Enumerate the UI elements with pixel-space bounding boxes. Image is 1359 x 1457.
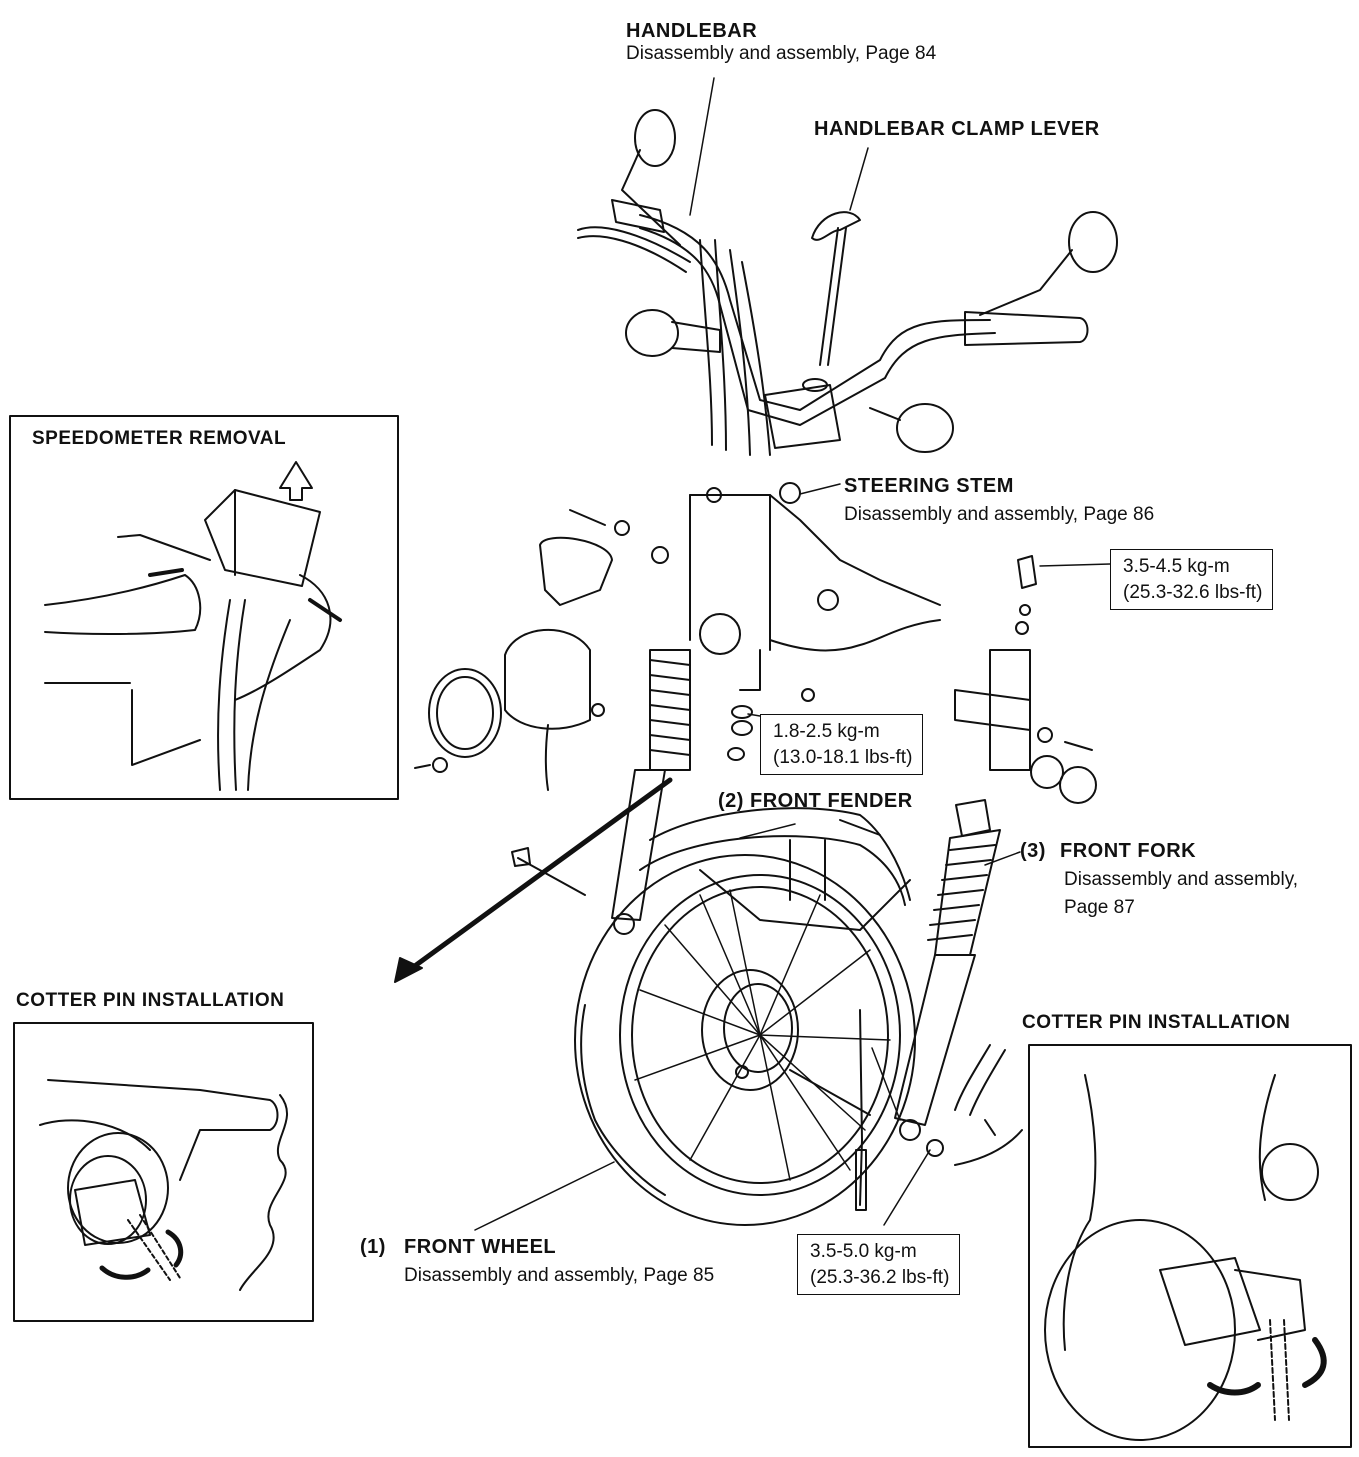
front-wheel-page-ref: Disassembly and assembly, Page 85 — [404, 1265, 715, 1286]
cotter-right-inset-frame — [1028, 1044, 1352, 1448]
left-fork-drawing — [611, 649, 691, 935]
tire-outer — [574, 854, 916, 1226]
clamp-lever-title: HANDLEBAR CLAMP LEVER — [814, 118, 1100, 140]
cotter-pin-left-title: COTTER PIN INSTALLATION — [16, 990, 285, 1011]
steering-stem-title: STEERING STEM — [844, 475, 1014, 497]
axle-drawing — [511, 847, 1023, 1211]
right-fork-drawing — [894, 799, 1001, 1141]
axle-nut-torque-box: 3.5-5.0 kg-m (25.3-36.2 lbs-ft) — [797, 1234, 961, 1296]
handlebar-clamp — [764, 384, 841, 449]
axle-nut-torque-imperial: (25.3-36.2 lbs-ft) — [810, 1266, 950, 1288]
direction-arrow — [409, 777, 673, 971]
clamp-lever-handle — [811, 211, 861, 241]
steering-stem-drawing — [569, 482, 941, 691]
fork-bolt-torque-box: 1.8-2.5 kg-m (13.0-18.1 lbs-ft) — [760, 714, 924, 776]
steering-stem-label: STEERING STEM Disassembly and assembly, … — [844, 475, 1154, 526]
brake-hub — [701, 969, 799, 1091]
front-wheel-number: (1) — [360, 1236, 386, 1258]
left-turn-signal — [625, 309, 679, 357]
front-fender-label: (2) FRONT FENDER — [718, 790, 913, 813]
handlebar-drawing — [577, 109, 1118, 456]
headlight-case — [504, 629, 591, 730]
cotter-pin-right-title: COTTER PIN INSTALLATION — [1022, 1012, 1291, 1033]
fork-bolt-torque-imperial: (13.0-18.1 lbs-ft) — [773, 746, 913, 768]
leader-lines — [474, 77, 1111, 1231]
speedometer-removal-title: SPEEDOMETER REMOVAL — [32, 428, 287, 449]
fork-clamp-drawing — [727, 555, 1097, 804]
stem-bolt-torque-imperial: (25.3-32.6 lbs-ft) — [1123, 581, 1263, 603]
headlight-drawing — [414, 536, 613, 791]
front-wheel-title: FRONT WHEEL — [404, 1236, 557, 1258]
fork-bolt-torque-metric: 1.8-2.5 kg-m — [773, 721, 880, 742]
headlight-lens — [428, 668, 502, 758]
rim — [619, 874, 901, 1196]
front-fork-page-ref-line2: Page 87 — [1064, 896, 1135, 918]
front-wheel-label: (1) FRONT WHEEL Disassembly and assembly,… — [360, 1236, 714, 1287]
right-grip — [964, 311, 1089, 346]
left-mirror — [634, 109, 676, 167]
cotter-left-inset-frame — [13, 1022, 314, 1322]
front-fork-number: (3) — [1020, 840, 1046, 862]
right-turn-signal — [896, 403, 954, 453]
stem-bolt-torque-metric: 3.5-4.5 kg-m — [1123, 556, 1230, 577]
front-fork-page-ref-line1: Disassembly and assembly, — [1064, 869, 1299, 890]
front-fender-drawing — [639, 807, 911, 931]
front-fender-number: (2) — [718, 790, 744, 812]
speedometer-unit — [539, 536, 613, 606]
stem-bolt-torque-box: 3.5-4.5 kg-m (25.3-32.6 lbs-ft) — [1110, 549, 1274, 611]
speedometer-inset-frame — [9, 415, 399, 800]
right-mirror — [1068, 211, 1118, 273]
front-fender-title: FRONT FENDER — [750, 790, 913, 812]
front-fork-title: FRONT FORK — [1060, 840, 1197, 862]
front-wheel-drawing — [574, 854, 916, 1226]
handlebar-label: HANDLEBAR Disassembly and assembly, Page… — [626, 20, 936, 65]
handlebar-page-ref: Disassembly and assembly, Page 84 — [626, 43, 937, 64]
left-grip — [611, 199, 665, 233]
front-fork-label: (3)FRONT FORK Disassembly and assembly, … — [1020, 840, 1298, 919]
axle-nut-torque-metric: 3.5-5.0 kg-m — [810, 1241, 917, 1262]
handlebar-title: HANDLEBAR — [626, 20, 758, 42]
steering-stem-page-ref: Disassembly and assembly, Page 86 — [844, 504, 1155, 525]
